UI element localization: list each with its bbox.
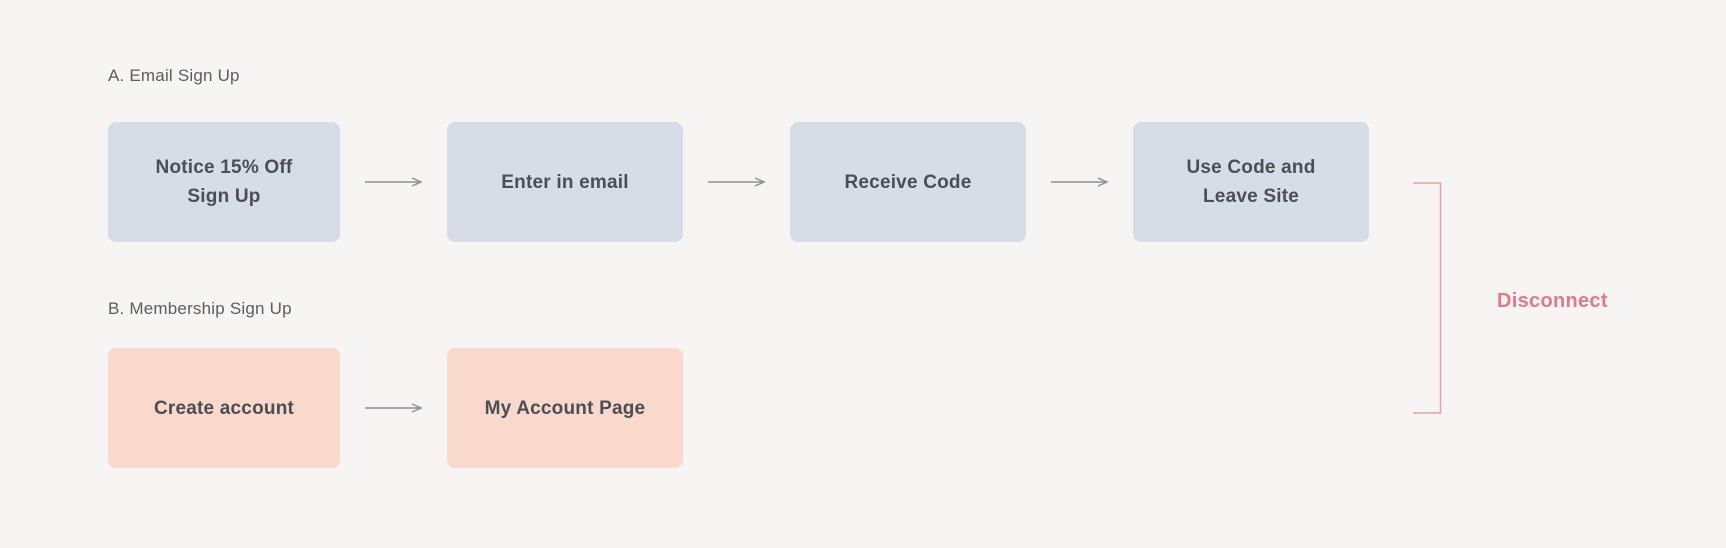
node-label: Receive Code bbox=[844, 171, 972, 193]
flow-b-label: B. Membership Sign Up bbox=[108, 299, 292, 318]
flow-a-node-receive-code: Receive Code bbox=[790, 122, 1026, 242]
disconnect-label: Disconnect bbox=[1497, 290, 1608, 312]
arrow-right-icon bbox=[1051, 177, 1109, 187]
node-label: Create account bbox=[153, 397, 295, 419]
arrow-right-icon bbox=[365, 403, 423, 413]
connector-arrow-a2 bbox=[708, 176, 766, 188]
node-label: Use Code and Leave Site bbox=[1186, 157, 1316, 207]
flow-a-node-notice-signup: Notice 15% Off Sign Up bbox=[108, 122, 340, 242]
bracket-icon bbox=[1413, 182, 1442, 414]
flow-a-node-use-code-leave-site: Use Code and Leave Site bbox=[1133, 122, 1369, 242]
flow-a-label: A. Email Sign Up bbox=[108, 66, 240, 85]
arrow-right-icon bbox=[365, 177, 423, 187]
disconnect-bracket bbox=[1412, 182, 1442, 414]
connector-arrow-a1 bbox=[365, 176, 423, 188]
node-label: Notice 15% Off Sign Up bbox=[155, 157, 293, 207]
flow-b-node-create-account: Create account bbox=[108, 348, 340, 468]
flow-a-node-enter-email: Enter in email bbox=[447, 122, 683, 242]
arrow-right-icon bbox=[708, 177, 766, 187]
flow-b-node-my-account-page: My Account Page bbox=[447, 348, 683, 468]
connector-arrow-b1 bbox=[365, 402, 423, 414]
connector-arrow-a3 bbox=[1051, 176, 1109, 188]
node-label: Enter in email bbox=[501, 171, 629, 193]
node-label: My Account Page bbox=[484, 397, 646, 419]
